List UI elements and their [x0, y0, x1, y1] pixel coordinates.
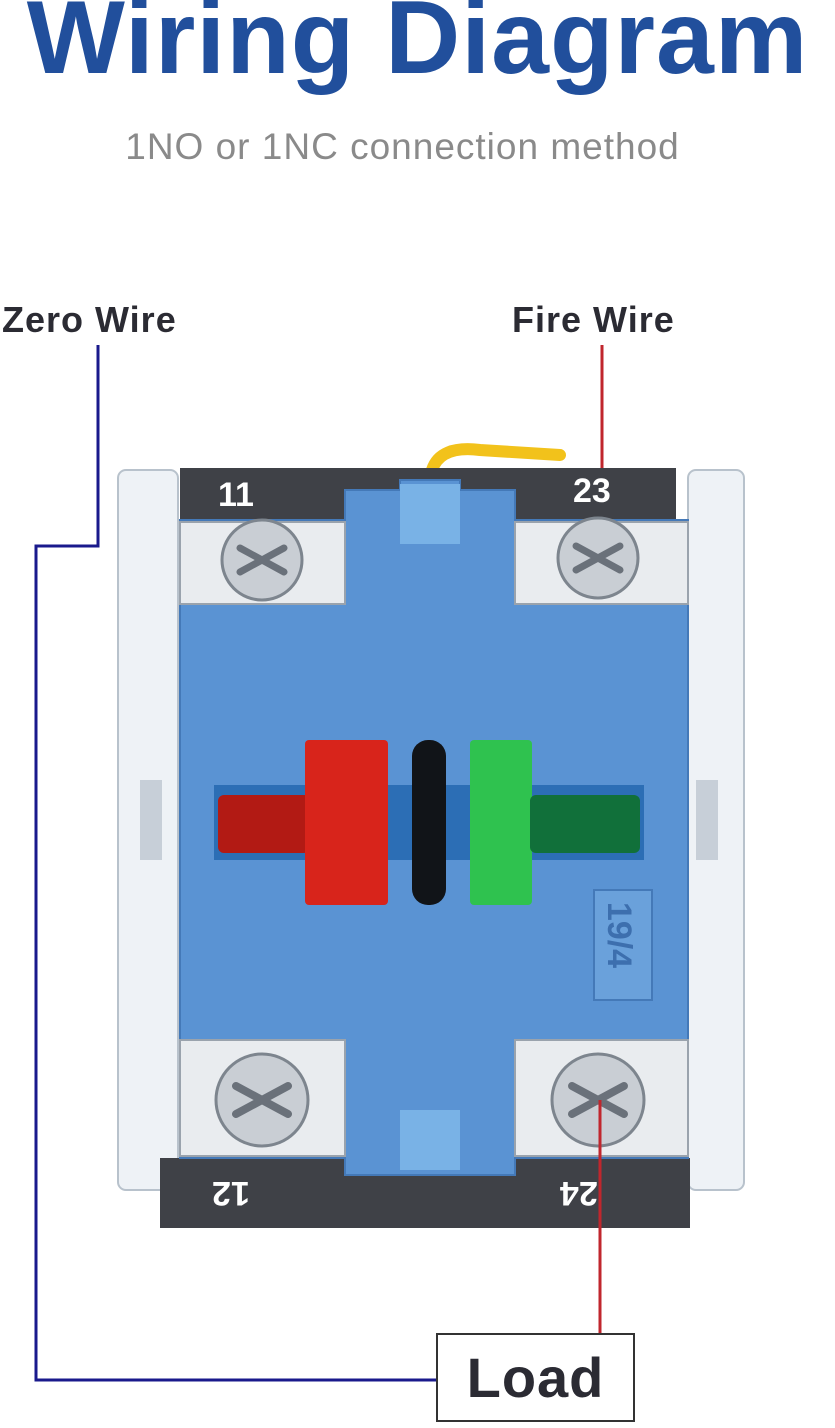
green-plunger	[530, 795, 640, 853]
load-label: Load	[466, 1346, 605, 1409]
top-tab	[400, 484, 460, 544]
screw-11	[220, 518, 304, 602]
page-subtitle: 1NO or 1NC connection method	[125, 126, 680, 167]
terminal-label-23: 23	[573, 472, 611, 510]
screw-12	[214, 1052, 310, 1148]
yellow-cable	[426, 443, 566, 476]
separator-slot	[412, 740, 446, 905]
load-box: Load	[436, 1333, 635, 1422]
code-plate	[593, 889, 653, 1001]
zero-wire	[34, 345, 436, 1382]
fire-wire-label: Fire Wire	[512, 299, 675, 340]
red-plunger	[218, 795, 310, 853]
screw-24	[550, 1052, 646, 1148]
right-clip	[696, 780, 718, 860]
terminal-label-11: 11	[218, 476, 254, 514]
left-clip	[140, 780, 162, 860]
red-indicator	[305, 740, 388, 905]
page-title: Wiring Diagram	[26, 0, 809, 96]
zero-wire-label: Zero Wire	[2, 299, 177, 340]
module-code: 19/4	[600, 901, 639, 969]
screw-23	[556, 516, 640, 600]
green-indicator	[470, 740, 532, 905]
bottom-tab	[400, 1110, 460, 1170]
terminal-label-12: 12	[212, 1174, 250, 1212]
terminal-label-24: 24	[560, 1174, 598, 1212]
